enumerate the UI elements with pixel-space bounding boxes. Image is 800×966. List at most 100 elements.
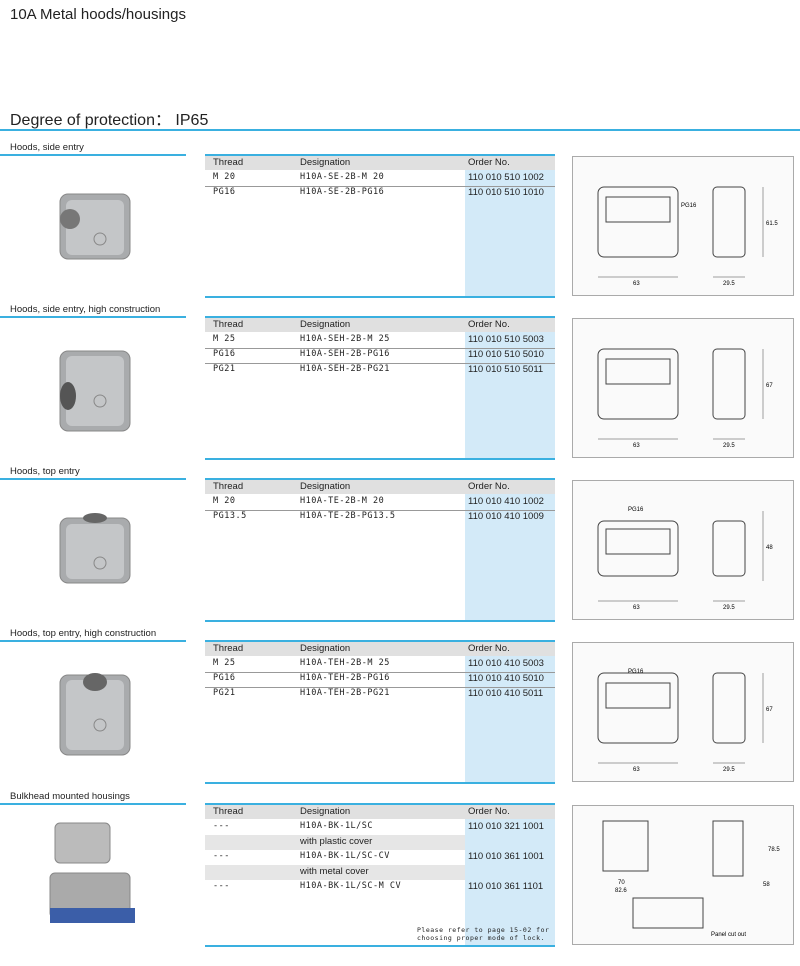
- note: with metal cover: [300, 866, 369, 877]
- divider: [0, 154, 186, 156]
- dim-width: 63: [633, 443, 640, 449]
- order-number: 110 010 361 1101: [468, 881, 544, 892]
- table-row: --- H10A-BK-1L/SC-M CV 110 010 361 1101: [205, 880, 555, 895]
- table-note-row: with plastic cover: [205, 835, 465, 850]
- divider: [0, 640, 186, 642]
- dimension-drawing: 63 29.5 61.5 PG16: [572, 156, 794, 296]
- designation-header: Designation: [300, 319, 351, 330]
- designation: H10A-BK-1L/SC-M CV: [300, 881, 402, 891]
- dim-height: 78.5: [768, 847, 780, 853]
- designation: H10A-TEH-2B-PG21: [300, 688, 390, 698]
- dimension-drawing: 63 29.5 67 PG16: [572, 642, 794, 782]
- designation: H10A-SE-2B-M 20: [300, 172, 385, 182]
- product-photo: [59, 673, 131, 756]
- thread: ---: [213, 881, 230, 891]
- table-header: Thread Designation Order No.: [205, 642, 555, 656]
- section-title: Hoods, side entry: [10, 142, 84, 153]
- dim-width: 70: [618, 880, 625, 886]
- table-row: --- H10A-BK-1L/SC 110 010 321 1001: [205, 820, 555, 835]
- designation: H10A-BK-1L/SC: [300, 821, 374, 831]
- dim-depth: 29.5: [723, 443, 735, 449]
- thread: PG16: [213, 349, 236, 359]
- order-number: 110 010 510 5011: [468, 364, 544, 375]
- thread: PG13.5: [213, 511, 247, 521]
- dim-thread: PG16: [628, 669, 644, 675]
- product-section: Bulkhead mounted housings Thread Designa…: [0, 791, 800, 953]
- page-title: 10A Metal hoods/housings: [10, 6, 186, 23]
- product-photo: [59, 350, 131, 432]
- order-number: 110 010 410 1009: [468, 511, 544, 522]
- divider: [0, 803, 186, 805]
- order-number: 110 010 510 1002: [468, 172, 544, 183]
- thread-header: Thread: [213, 806, 244, 817]
- thread-header: Thread: [213, 643, 244, 654]
- divider: [0, 129, 800, 131]
- table-row: M 20 H10A-TE-2B-M 20 110 010 410 1002: [205, 495, 555, 511]
- dim-height: 67: [766, 707, 773, 713]
- designation-header: Designation: [300, 643, 351, 654]
- dimension-drawing: 63 29.5 67: [572, 318, 794, 458]
- order-number: 110 010 410 5011: [468, 688, 544, 699]
- product-section: Hoods, top entry Thread Designation Orde…: [0, 466, 800, 628]
- dim-depth: 29.5: [723, 767, 735, 773]
- designation: H10A-TE-2B-M 20: [300, 496, 385, 506]
- designation: H10A-SEH-2B-PG16: [300, 349, 390, 359]
- dim-width: 63: [633, 767, 640, 773]
- dim-depth: 29.5: [723, 605, 735, 611]
- order-table: Thread Designation Order No. M 25 H10A-S…: [205, 316, 555, 460]
- footnote: Please refer to page 15-02 for choosing …: [417, 926, 550, 942]
- divider: [0, 478, 186, 480]
- designation: H10A-TEH-2B-M 25: [300, 658, 390, 668]
- order-number: 110 010 410 5010: [468, 673, 544, 684]
- table-row: M 20 H10A-SE-2B-M 20 110 010 510 1002: [205, 171, 555, 187]
- product-section: Hoods, side entry Thread Designation Ord…: [0, 142, 800, 304]
- order-header: Order No.: [468, 319, 510, 330]
- thread: PG16: [213, 187, 236, 197]
- thread: PG21: [213, 688, 236, 698]
- divider: [0, 316, 186, 318]
- designation: H10A-TE-2B-PG13.5: [300, 511, 396, 521]
- thread: PG16: [213, 673, 236, 683]
- product-photo: [49, 822, 135, 923]
- dim-height: 61.5: [766, 221, 778, 227]
- note: with plastic cover: [300, 836, 373, 847]
- designation-header: Designation: [300, 481, 351, 492]
- designation: H10A-TEH-2B-PG16: [300, 673, 390, 683]
- section-title: Hoods, side entry, high construction: [10, 304, 161, 315]
- order-header: Order No.: [468, 806, 510, 817]
- table-header: Thread Designation Order No.: [205, 480, 555, 494]
- dim-thread: PG16: [628, 507, 644, 513]
- order-table: Thread Designation Order No. M 25 H10A-T…: [205, 640, 555, 784]
- table-note-row: with metal cover: [205, 865, 465, 880]
- product-section: Hoods, side entry, high construction Thr…: [0, 304, 800, 466]
- thread-header: Thread: [213, 157, 244, 168]
- section-title: Hoods, top entry, high construction: [10, 628, 157, 639]
- dim-width: 63: [633, 281, 640, 287]
- dim-width: 63: [633, 605, 640, 611]
- section-title: Bulkhead mounted housings: [10, 791, 130, 802]
- table-row: PG21 H10A-SEH-2B-PG21 110 010 510 5011: [205, 363, 555, 378]
- designation-header: Designation: [300, 806, 351, 817]
- order-number: 110 010 361 1001: [468, 851, 544, 862]
- thread: M 25: [213, 658, 236, 668]
- product-section: Hoods, top entry, high construction Thre…: [0, 628, 800, 790]
- thread: M 20: [213, 496, 236, 506]
- dim-depth: 29.5: [723, 281, 735, 287]
- dim-height: 48: [766, 545, 773, 551]
- panel-cutout-label: Panel cut out: [711, 932, 746, 938]
- designation-header: Designation: [300, 157, 351, 168]
- designation: H10A-BK-1L/SC-CV: [300, 851, 390, 861]
- table-row: PG16 H10A-SEH-2B-PG16 110 010 510 5010: [205, 348, 555, 364]
- protection-heading: Degree of protection： IP65: [10, 112, 209, 129]
- section-title: Hoods, top entry: [10, 466, 80, 477]
- table-row: --- H10A-BK-1L/SC-CV 110 010 361 1001: [205, 850, 555, 865]
- order-number: 110 010 510 1010: [468, 187, 544, 198]
- table-header: Thread Designation Order No.: [205, 805, 555, 819]
- dimension-drawing: 63 29.5 48 PG16: [572, 480, 794, 620]
- dim-depth: 58: [763, 882, 770, 888]
- designation: H10A-SE-2B-PG16: [300, 187, 385, 197]
- order-table: Thread Designation Order No. --- H10A-BK…: [205, 803, 555, 947]
- table-row: M 25 H10A-SEH-2B-M 25 110 010 510 5003: [205, 333, 555, 349]
- order-table: Thread Designation Order No. M 20 H10A-S…: [205, 154, 555, 298]
- thread: ---: [213, 821, 230, 831]
